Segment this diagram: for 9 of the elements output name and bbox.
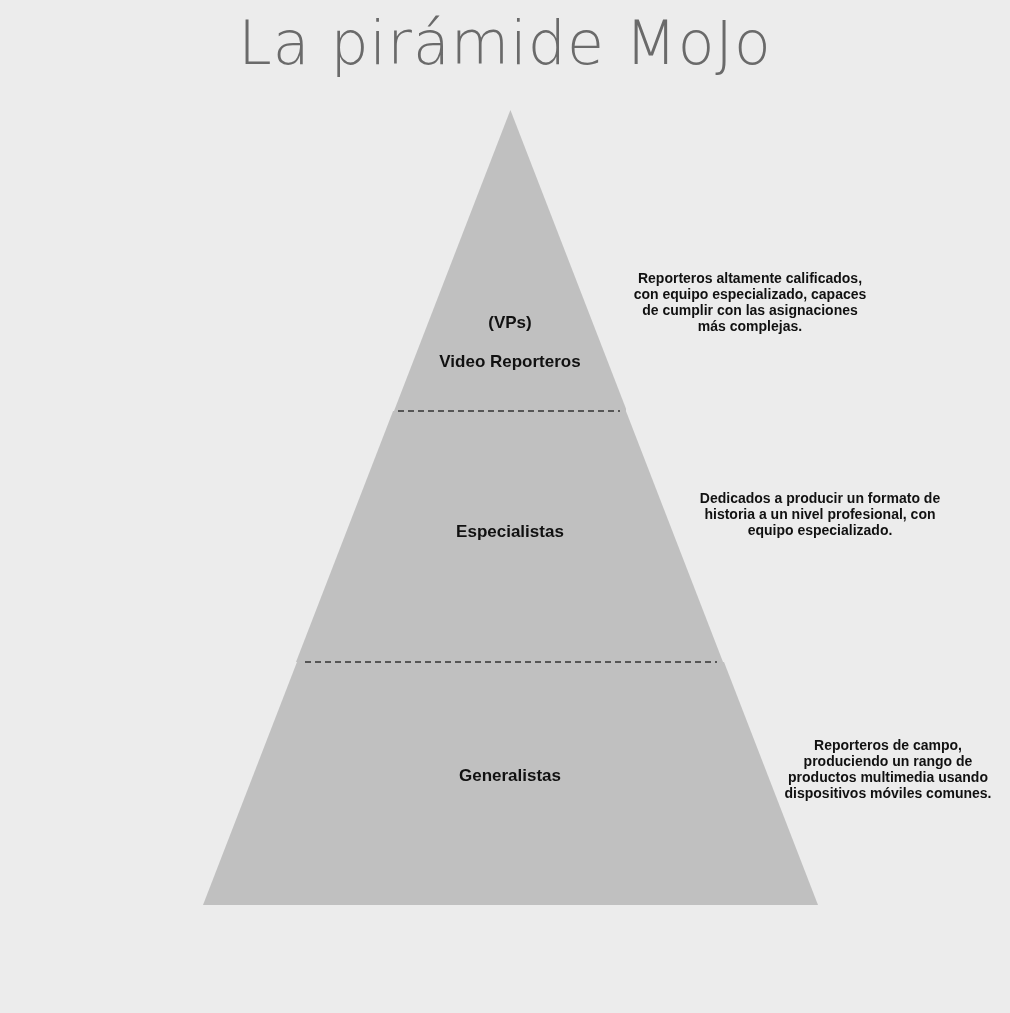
tier-label: Generalistas	[457, 766, 563, 786]
title: La pirámide MoJo	[237, 8, 773, 78]
tier-description: Reporteros de campo, produciendo un rango de productos multimedia usando dispositivos móviles comunes.	[783, 737, 993, 801]
apex-tier	[393, 110, 627, 411]
tier-description: Dedicados a producir un formato de historia a un nivel profesional, con equipo especializado.	[698, 490, 942, 538]
tier-label: Especialistas	[455, 522, 565, 542]
tier-label: Video Reporteros	[438, 352, 582, 372]
abbreviation-label: (VPs)	[487, 313, 533, 333]
tier-description: Reporteros altamente calificados, con equipo especializado, capaces de cumplir con las asignaciones más complejas.	[632, 270, 868, 334]
